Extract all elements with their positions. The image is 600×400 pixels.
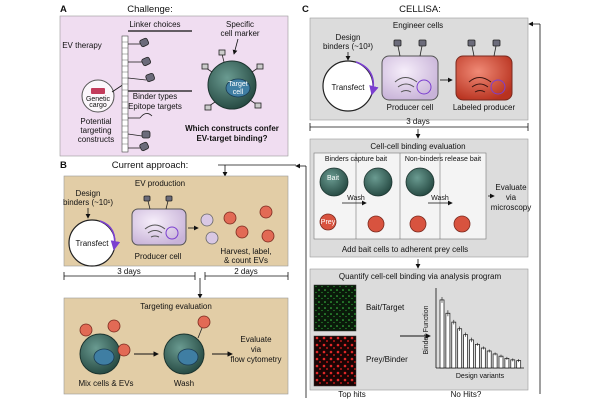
bait-target-label: Bait/Target [366, 303, 405, 312]
chart-x-label: Design variants [456, 373, 505, 380]
bar-4 [463, 334, 468, 369]
panel-c: C CELLISA: Engineer cells Design binders… [295, 4, 541, 399]
panel-a: A Challenge: Linker choices Binder types… [59, 4, 289, 157]
engineer-cells-label: Engineer cells [393, 21, 443, 30]
genetic-cargo-label: Genetic [86, 96, 111, 103]
bar-2 [451, 321, 457, 369]
linker-choices-label: Linker choices [129, 20, 180, 29]
b-producer-cell-label: Producer cell [135, 252, 182, 261]
potential-constructs-label: Potential [80, 117, 111, 126]
svg-text:via: via [251, 345, 262, 354]
svg-text:binders (~10³): binders (~10³) [323, 42, 373, 51]
svg-text:cargo: cargo [89, 102, 107, 109]
binder-types-label: Binder types [133, 92, 177, 101]
membrane-stack [121, 35, 129, 153]
target-cell-label: Target [228, 81, 248, 88]
panel-b: B Current approach: EV production Design… [60, 160, 296, 395]
bait-label: Bait [327, 175, 339, 182]
bar-7 [480, 347, 486, 369]
b-harvest-label: Harvest, label, [220, 247, 271, 256]
construct-glyphs [127, 37, 155, 152]
c-transfect-label: Transfect [331, 83, 365, 92]
ev-production-label: EV production [135, 179, 185, 188]
targeting-evaluation-label: Targeting evaluation [140, 302, 212, 311]
bar-3 [457, 328, 463, 369]
panel-b-title: Current approach: [112, 160, 189, 171]
bait-cells: Bait [319, 167, 435, 197]
b-mix-cell [79, 319, 131, 375]
panel-a-title: Challenge: [127, 4, 172, 15]
binders-capture-label: Binders capture bait [325, 156, 387, 163]
genetic-cargo-icon [91, 88, 105, 94]
ev-vesicle [81, 79, 115, 113]
panel-a-letter: A [60, 4, 67, 15]
bait-target-image [313, 284, 357, 332]
chart-y-label: Binder Function [423, 305, 430, 354]
b-evaluate-label: Evaluate [240, 335, 272, 344]
epitope-targets-label: Epitope targets [128, 102, 182, 111]
nonbinders-release-label: Non-binders release bait [405, 156, 481, 163]
b-transfect-label: Transfect [75, 239, 109, 248]
c-design-binders-label: Design [336, 33, 361, 42]
bar-0 [439, 299, 445, 369]
bar-6 [475, 343, 480, 369]
svg-text:EV-target binding?: EV-target binding? [196, 134, 267, 143]
specific-marker-label: Specific [226, 20, 254, 29]
panel-b-letter: B [60, 160, 67, 171]
prey-label: Prey [321, 219, 336, 226]
question-text: Which constructs confer [185, 124, 279, 133]
svg-text:microscopy: microscopy [491, 203, 531, 212]
bar-5 [469, 339, 474, 369]
no-hits-label: No Hits? [451, 390, 482, 399]
c-days-3: 3 days [406, 117, 430, 126]
b-wash-label: Wash [174, 379, 194, 388]
b-days-3: 3 days [117, 267, 141, 276]
top-hits-label: Top hits [338, 390, 366, 399]
b-design-binders-label: Design [76, 189, 101, 198]
prey-binder-label: Prey/Binder [366, 355, 408, 364]
prey-binder-image [313, 335, 357, 387]
svg-text:& count EVs: & count EVs [224, 256, 268, 265]
bar-9 [492, 353, 498, 369]
c-producer-cell [381, 39, 439, 101]
c-wash-1: Wash [347, 195, 365, 202]
svg-text:flow cytometry: flow cytometry [230, 355, 281, 364]
quantify-label: Quantify cell-cell binding via analysis … [339, 272, 502, 281]
b-days-2: 2 days [234, 267, 258, 276]
svg-text:binders (~10¹): binders (~10¹) [63, 198, 113, 207]
panel-c-letter: C [302, 4, 309, 15]
panel-c-title: CELLISA: [399, 4, 441, 15]
prey-cells: Prey [319, 213, 471, 233]
c-evaluate-label: Evaluate [495, 183, 527, 192]
b-wash-cell [163, 315, 211, 375]
c-producer-cell-label: Producer cell [387, 103, 434, 112]
svg-text:cell marker: cell marker [220, 29, 259, 38]
binder-function-chart: Binder Function Design variants [423, 288, 524, 380]
b-producer-cell [131, 195, 187, 246]
svg-text:cell: cell [233, 89, 244, 96]
bar-8 [486, 350, 492, 369]
bar-10 [498, 355, 504, 369]
b-ev-vesicles [188, 205, 275, 245]
c-labeled-producer-label: Labeled producer [453, 103, 516, 112]
c-wash-2: Wash [431, 195, 449, 202]
b-mix-label: Mix cells & EVs [78, 379, 133, 388]
cc-binding-title: Cell-cell binding evaluation [370, 142, 465, 151]
target-cell: Target cell [201, 49, 264, 111]
c-labeled-producer [455, 39, 513, 101]
svg-text:constructs: constructs [78, 135, 114, 144]
bar-1 [445, 312, 451, 369]
ev-therapy-label: EV therapy [62, 41, 102, 50]
svg-text:via: via [506, 193, 517, 202]
add-bait-label: Add bait cells to adherent prey cells [342, 245, 468, 254]
svg-text:targeting: targeting [80, 126, 111, 135]
